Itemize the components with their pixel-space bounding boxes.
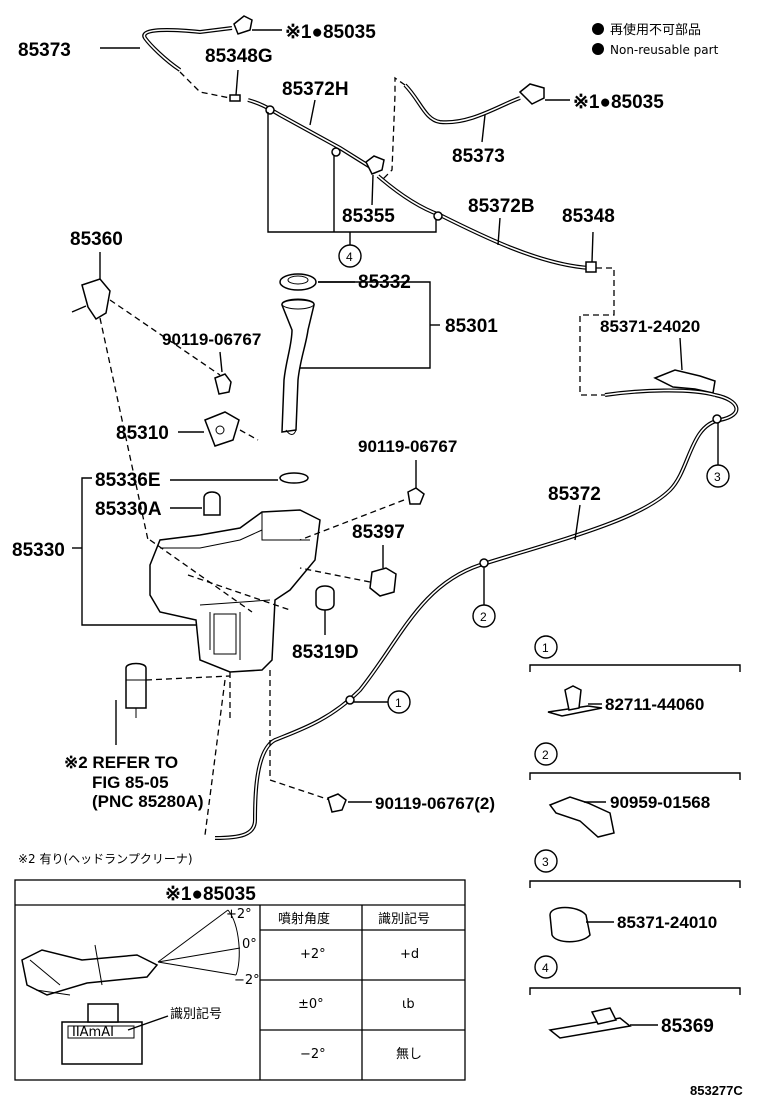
motor-85397 — [369, 567, 397, 597]
detail-3-callout — [534, 849, 558, 873]
table-title: ※1●85035 — [165, 884, 256, 905]
callout-2-text: 2 — [480, 610, 487, 624]
label-85035-left: ※1●85035 — [285, 22, 376, 43]
detail-4-number: 4 — [542, 961, 549, 975]
joint-85348 — [585, 261, 597, 273]
table-row2-angle: ±0° — [298, 997, 324, 1012]
headlamp-cleaner-pump — [125, 662, 147, 718]
label-85348G: 85348G — [205, 46, 273, 67]
detail-2-part: 90959-01568 — [610, 793, 710, 812]
label-85372B: 85372B — [468, 196, 535, 217]
inlet-85301 — [281, 298, 315, 435]
table-header-angle: 噴射角度 — [278, 911, 330, 927]
detail-1-number: 1 — [542, 641, 549, 655]
detail-3-part: 85371-24010 — [617, 913, 717, 932]
label-85035-right: ※1●85035 — [573, 92, 664, 113]
table-row3-mark: 無し — [396, 1047, 422, 1062]
bracket-85360 — [71, 278, 111, 321]
hose-85373-right — [403, 83, 521, 125]
figure-id: 853277C — [690, 1083, 743, 1098]
clamp-85371-24010 — [549, 906, 591, 943]
legend-dot-icon — [592, 23, 604, 35]
label-85360: 85360 — [70, 229, 123, 250]
bolt-90119-mid — [407, 487, 425, 505]
hose-85373-left — [100, 26, 233, 72]
grommet-85319D — [315, 585, 335, 611]
nozzle-id-mark: IIAmAI — [72, 1025, 114, 1040]
label-85397: 85397 — [352, 522, 405, 543]
joint-85348G — [229, 94, 241, 102]
label-85373-right: 85373 — [452, 146, 505, 167]
detail-2-number: 2 — [542, 748, 549, 762]
callout-1-text: 1 — [395, 696, 402, 710]
detail-1-callout — [534, 635, 558, 659]
callout-4-top-text: 4 — [346, 250, 353, 264]
nozzle-angle-table — [14, 879, 466, 1081]
id-mark-label: 識別記号 — [170, 1006, 222, 1022]
nozzle-id-mark-illustration — [61, 1003, 143, 1065]
hose-85372B — [376, 174, 591, 270]
clip-85369-top — [590, 1007, 618, 1025]
label-85330: 85330 — [12, 540, 65, 561]
clamp-90959-01568 — [548, 796, 615, 838]
cap-85330A — [203, 491, 221, 516]
label-85348: 85348 — [562, 206, 615, 227]
callout-3-text: 3 — [714, 470, 721, 484]
nozzle-spray-illustration — [21, 909, 241, 996]
refer-line1: ※2 REFER TO — [64, 753, 178, 772]
callout-1 — [387, 690, 411, 714]
table-row3-angle: −2° — [300, 1047, 326, 1062]
legend-dot-icon — [592, 43, 604, 55]
refer-line3: (PNC 85280A) — [92, 792, 204, 811]
label-90119-lower: 90119-06767(2) — [375, 794, 495, 813]
label-85330A: 85330A — [95, 499, 162, 520]
legend-jp: 再使用不可部品 — [610, 22, 701, 38]
hose-85372H — [247, 98, 374, 170]
table-row1-mark: +d — [400, 947, 419, 962]
detail-2-callout — [534, 742, 558, 766]
label-85372H: 85372H — [282, 79, 349, 100]
label-85336E: 85336E — [95, 470, 161, 491]
bolt-90119-upper — [214, 373, 232, 395]
detail-1-part: 82711-44060 — [605, 695, 704, 714]
washer-tank-85330 — [149, 509, 321, 673]
cap-85332 — [279, 273, 317, 291]
clamp-82711-44060-top — [564, 685, 582, 711]
label-85319D: 85319D — [292, 642, 359, 663]
label-90119-mid: 90119-06767 — [358, 437, 457, 456]
detail-3-number: 3 — [542, 855, 549, 869]
callout-3 — [706, 464, 730, 488]
label-85310: 85310 — [116, 423, 169, 444]
callout-4-top — [338, 244, 362, 268]
bolt-90119-lower — [327, 793, 347, 813]
bracket-85371-24020 — [653, 337, 716, 394]
refer-line2: FIG 85-05 — [92, 773, 169, 792]
nozzle-85035-right — [518, 83, 545, 105]
legend-en: Non-reusable part — [610, 43, 719, 57]
detail-4-part: 85369 — [661, 1016, 714, 1037]
note-2: ※2 有り(ヘッドランプクリーナ) — [18, 852, 193, 866]
callout-2 — [472, 604, 496, 628]
label-85301: 85301 — [445, 316, 498, 337]
spray-angle-zero: 0° — [242, 937, 257, 952]
nozzle-85035-left — [233, 15, 282, 35]
label-85355: 85355 — [342, 206, 395, 227]
table-row1-angle: +2° — [300, 947, 326, 962]
label-90119-upper: 90119-06767 — [162, 330, 261, 349]
clip-85369 — [548, 1017, 632, 1039]
pump-85310 — [204, 411, 240, 447]
label-85373-left: 85373 — [18, 40, 71, 61]
grommet-85336E — [279, 472, 309, 484]
label-85371-24020: 85371-24020 — [600, 317, 700, 336]
spray-angle-plus2: +2° — [226, 907, 252, 922]
connector-85355 — [365, 155, 385, 175]
table-header-mark: 識別記号 — [378, 911, 430, 927]
label-85372: 85372 — [548, 484, 601, 505]
spray-angle-minus2: −2° — [234, 973, 260, 988]
table-row2-mark: ɩb — [402, 997, 415, 1012]
detail-4-callout — [534, 955, 558, 979]
